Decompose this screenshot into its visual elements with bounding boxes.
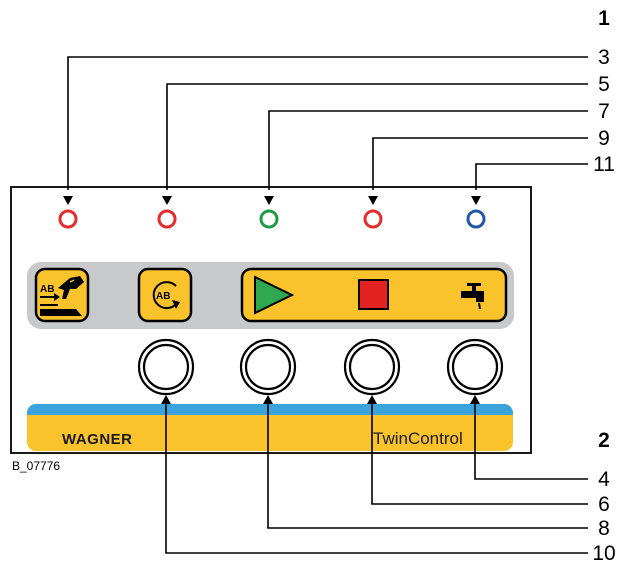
tap-icon[interactable] [461, 283, 484, 310]
push-button-4[interactable] [446, 338, 504, 396]
callout-11: 11 [593, 153, 615, 176]
arrowhead-7 [264, 196, 274, 205]
callout-10: 10 [592, 542, 615, 565]
callout-2: 2 [598, 429, 610, 452]
arrowhead-8 [263, 395, 273, 404]
led-red-1 [58, 209, 78, 229]
led-red-3 [363, 209, 383, 229]
ab-label: AB [40, 284, 54, 295]
leader-4 [474, 402, 588, 480]
stop-icon[interactable] [358, 279, 389, 310]
run-key-group [240, 267, 508, 323]
callout-3: 3 [598, 46, 610, 69]
callout-5: 5 [598, 73, 610, 96]
leader-10 [165, 402, 588, 554]
arrowhead-3 [63, 196, 73, 205]
arrowhead-6 [367, 395, 377, 404]
push-button-2[interactable] [239, 338, 297, 396]
leader-6 [371, 402, 588, 505]
brand-logo: WAGNER [62, 431, 133, 448]
push-button-1[interactable] [137, 338, 195, 396]
arrowhead-5 [162, 196, 172, 205]
callout-7: 7 [598, 100, 610, 123]
leader-9 [372, 137, 588, 190]
ab-rotate-icon[interactable]: AB [137, 267, 193, 323]
spray-gun-ab-icon[interactable]: AB [34, 267, 90, 323]
model-label: TwinControl [373, 429, 463, 448]
leader-11 [475, 163, 588, 190]
led-red-2 [157, 209, 177, 229]
led-green [259, 209, 279, 229]
brand-strip: WAGNER TwinControl [27, 404, 513, 451]
leader-3 [67, 56, 588, 190]
leader-7 [268, 110, 588, 190]
led-blue [466, 209, 486, 229]
play-icon[interactable] [254, 275, 295, 315]
figure-code: B_07776 [12, 459, 60, 473]
callout-8: 8 [598, 517, 610, 540]
leader-8 [267, 402, 588, 529]
leader-5 [166, 83, 588, 190]
callout-6: 6 [598, 493, 610, 516]
arrowhead-10 [161, 395, 171, 404]
arrowhead-11 [471, 196, 481, 205]
panel-frame [10, 186, 532, 454]
callout-1: 1 [598, 7, 610, 30]
push-button-3[interactable] [343, 338, 401, 396]
arrowhead-4 [470, 395, 480, 404]
arrowhead-9 [368, 196, 378, 205]
callout-4: 4 [598, 468, 610, 491]
ab-circle-label: AB [156, 291, 170, 302]
callout-9: 9 [598, 127, 610, 150]
